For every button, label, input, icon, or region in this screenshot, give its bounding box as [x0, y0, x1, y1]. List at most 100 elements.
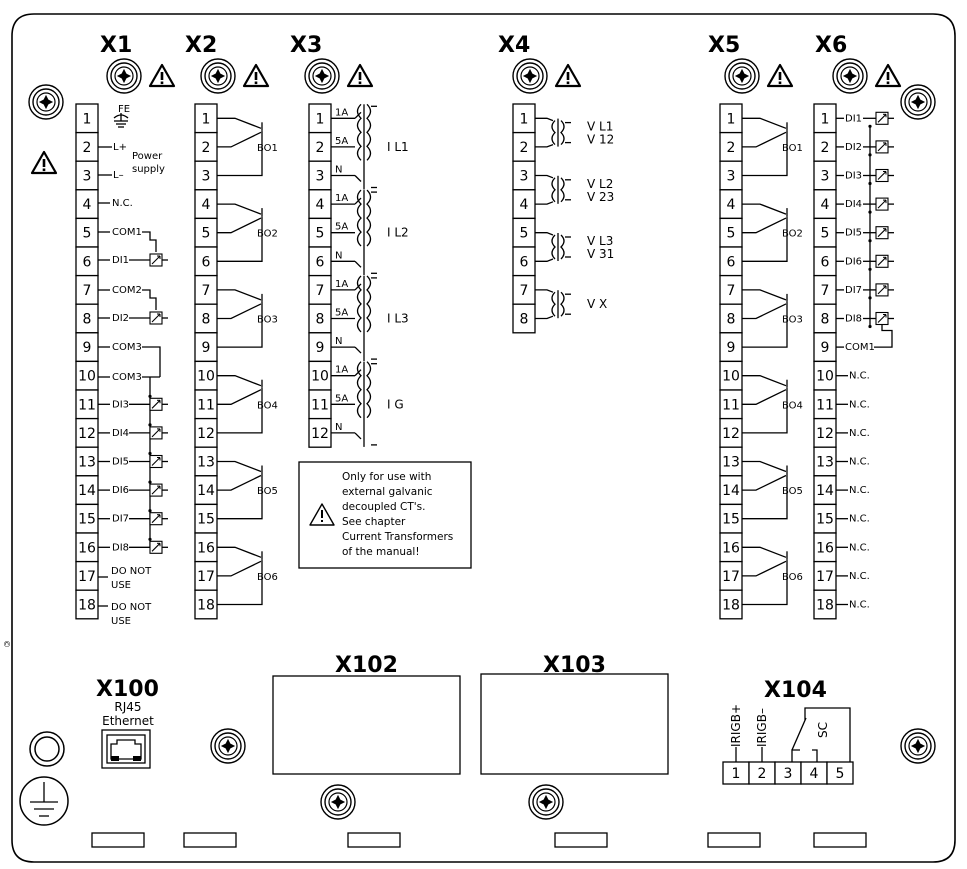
x5-terminal[interactable]: 13 [719, 446, 743, 477]
x1-terminal[interactable]: 6 [75, 246, 99, 277]
x6-terminal[interactable]: 18 [813, 589, 837, 620]
x3-terminal[interactable]: 1 [308, 103, 332, 134]
x1-terminal[interactable]: 3 [75, 160, 99, 191]
x2-terminal[interactable]: 5 [194, 217, 218, 248]
x103-slot[interactable] [480, 673, 669, 775]
x2-terminal[interactable]: 2 [194, 131, 218, 162]
x4-terminal[interactable]: 4 [512, 189, 536, 220]
x5-terminal[interactable]: 3 [719, 160, 743, 191]
x1-terminal[interactable]: 16 [75, 532, 99, 563]
x2-terminal[interactable]: 3 [194, 160, 218, 191]
x5-terminal[interactable]: 4 [719, 189, 743, 220]
x6-terminal[interactable]: 15 [813, 503, 837, 534]
x4-terminal[interactable]: 2 [512, 131, 536, 162]
x5-terminal[interactable]: 16 [719, 532, 743, 563]
x6-terminal[interactable]: 10 [813, 360, 837, 391]
x1-terminal[interactable]: 14 [75, 475, 99, 506]
x2-terminal[interactable]: 17 [194, 560, 218, 591]
x2-terminal[interactable]: 11 [194, 389, 218, 420]
x6-terminal[interactable]: 5 [813, 217, 837, 248]
x6-terminal[interactable]: 4 [813, 189, 837, 220]
x5-terminal[interactable]: 15 [719, 503, 743, 534]
x2-terminal[interactable]: 7 [194, 274, 218, 305]
x4-terminal[interactable]: 1 [512, 103, 536, 134]
x6-terminal[interactable]: 14 [813, 475, 837, 506]
x5-terminal[interactable]: 11 [719, 389, 743, 420]
x5-terminal[interactable]: 2 [719, 131, 743, 162]
x5-terminal[interactable]: 17 [719, 560, 743, 591]
x1-terminal[interactable]: 18 [75, 589, 99, 620]
x1-terminal[interactable]: 11 [75, 389, 99, 420]
x6-terminal[interactable]: 1 [813, 103, 837, 134]
x3-terminal[interactable]: 4 [308, 189, 332, 220]
x5-terminal[interactable]: 10 [719, 360, 743, 391]
x102-slot[interactable] [272, 675, 461, 775]
x2-terminal[interactable]: 16 [194, 532, 218, 563]
x2-terminal[interactable]: 6 [194, 246, 218, 277]
x104-terminal[interactable]: 3 [774, 761, 802, 785]
x5-terminal[interactable]: 7 [719, 274, 743, 305]
x6-terminal[interactable]: 17 [813, 560, 837, 591]
x2-terminal[interactable]: 15 [194, 503, 218, 534]
x104-terminal[interactable]: 1 [722, 761, 750, 785]
x1-terminal[interactable]: 13 [75, 446, 99, 477]
x6-terminal[interactable]: 9 [813, 332, 837, 363]
x104-terminal[interactable]: 2 [748, 761, 776, 785]
x2-terminal[interactable]: 4 [194, 189, 218, 220]
x3-terminal[interactable]: 7 [308, 274, 332, 305]
x1-terminal[interactable]: 15 [75, 503, 99, 534]
x6-terminal[interactable]: 12 [813, 417, 837, 448]
x3-terminal[interactable]: 8 [308, 303, 332, 334]
x6-terminal[interactable]: 16 [813, 532, 837, 563]
x5-terminal[interactable]: 18 [719, 589, 743, 620]
x5-terminal[interactable]: 14 [719, 475, 743, 506]
x3-terminal[interactable]: 12 [308, 417, 332, 448]
x6-terminal[interactable]: 11 [813, 389, 837, 420]
x5-terminal[interactable]: 5 [719, 217, 743, 248]
x6-terminal[interactable]: 13 [813, 446, 837, 477]
x3-terminal[interactable]: 10 [308, 360, 332, 391]
x1-terminal[interactable]: 7 [75, 274, 99, 305]
x3-terminal[interactable]: 2 [308, 131, 332, 162]
x1-terminal[interactable]: 10 [75, 360, 99, 391]
x1-terminal[interactable]: 1 [75, 103, 99, 134]
x2-terminal[interactable]: 14 [194, 475, 218, 506]
x2-terminal[interactable]: 10 [194, 360, 218, 391]
x4-terminal[interactable]: 5 [512, 217, 536, 248]
x4-terminal[interactable]: 7 [512, 274, 536, 305]
x6-terminal[interactable]: 8 [813, 303, 837, 334]
x5-terminal[interactable]: 8 [719, 303, 743, 334]
ethernet-port[interactable] [101, 729, 151, 769]
x5-terminal[interactable]: 6 [719, 246, 743, 277]
x2-terminal[interactable]: 1 [194, 103, 218, 134]
x3-terminal[interactable]: 9 [308, 332, 332, 363]
x2-terminal[interactable]: 18 [194, 589, 218, 620]
x6-terminal[interactable]: 2 [813, 131, 837, 162]
x1-terminal[interactable]: 5 [75, 217, 99, 248]
x1-terminal[interactable]: 17 [75, 560, 99, 591]
x2-terminal[interactable]: 13 [194, 446, 218, 477]
x1-terminal[interactable]: 12 [75, 417, 99, 448]
x5-terminal[interactable]: 9 [719, 332, 743, 363]
x1-terminal[interactable]: 2 [75, 131, 99, 162]
x6-terminal[interactable]: 7 [813, 274, 837, 305]
x4-terminal[interactable]: 3 [512, 160, 536, 191]
x5-terminal[interactable]: 1 [719, 103, 743, 134]
x2-terminal[interactable]: 8 [194, 303, 218, 334]
x3-terminal[interactable]: 5 [308, 217, 332, 248]
x104-terminal[interactable]: 4 [800, 761, 828, 785]
x1-terminal[interactable]: 4 [75, 189, 99, 220]
x4-terminal[interactable]: 6 [512, 246, 536, 277]
x3-terminal[interactable]: 6 [308, 246, 332, 277]
x104-terminal[interactable]: 5 [826, 761, 854, 785]
x2-terminal[interactable]: 12 [194, 417, 218, 448]
x6-terminal[interactable]: 3 [813, 160, 837, 191]
x1-terminal[interactable]: 8 [75, 303, 99, 334]
x6-terminal[interactable]: 6 [813, 246, 837, 277]
x3-terminal[interactable]: 11 [308, 389, 332, 420]
x3-terminal[interactable]: 3 [308, 160, 332, 191]
x5-terminal[interactable]: 12 [719, 417, 743, 448]
x4-terminal[interactable]: 8 [512, 303, 536, 334]
x2-terminal[interactable]: 9 [194, 332, 218, 363]
x1-terminal[interactable]: 9 [75, 332, 99, 363]
